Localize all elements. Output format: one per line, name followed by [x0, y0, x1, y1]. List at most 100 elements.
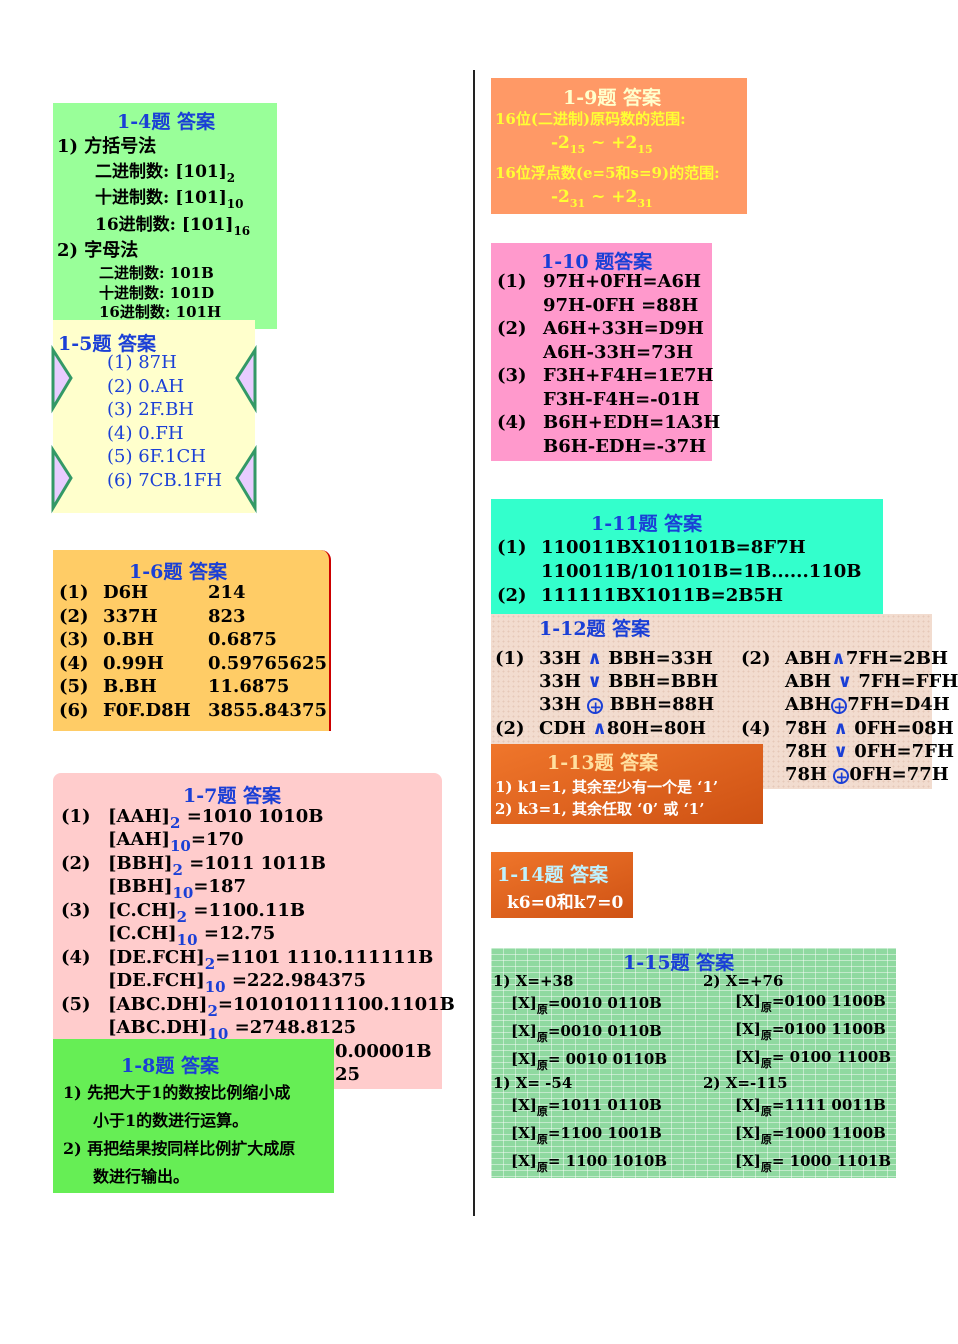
- answer-item: (5) 6F.1CH: [107, 446, 206, 467]
- row-number: (5): [59, 676, 89, 697]
- line: [BBH]10=187: [108, 876, 246, 902]
- item-number: (2): [61, 853, 91, 874]
- line: 16进制数: [101]16: [95, 215, 251, 238]
- sign-magnitude-line: [X]原=1100 1001B: [511, 1124, 662, 1146]
- box-title: 1-13题 答案: [547, 752, 659, 774]
- row-number: (4): [59, 652, 89, 674]
- and-operator: ∧: [587, 648, 602, 669]
- case-heading: 1) X= -54: [493, 1074, 573, 1092]
- answer-box-1-5: 1-5题 答案 (1) 87H(2) 0.AH(3) 2F.BH(4) 0.FH…: [51, 320, 257, 514]
- item-number: (3): [497, 365, 527, 386]
- xor-operator: +: [587, 698, 604, 716]
- box-title: 1-4题 答案: [117, 111, 215, 133]
- equation: 97H+0FH=A6H: [543, 271, 702, 292]
- line: -215 ~ +215: [551, 133, 653, 156]
- item-number: (4): [497, 412, 527, 433]
- line: 1) 方括号法: [57, 136, 157, 157]
- answer-box-1-9: 1-9题 答案 16位(二进制)原码数的范围: -215 ~ +215 16位浮…: [491, 78, 747, 214]
- row-number: (1): [59, 582, 89, 603]
- answer-box-1-8: 1-8题 答案 1) 先把大于1的数按比例缩小成 小于1的数进行运算。 2) 再…: [53, 1039, 334, 1193]
- and-operator: ∧: [831, 648, 846, 669]
- line-fragment: 0.00001B: [335, 1041, 432, 1062]
- answer-item: (6) 7CB.1FH: [107, 469, 223, 491]
- column-divider: [473, 70, 475, 1216]
- and-operator: ∧: [592, 718, 607, 739]
- line: [ABC.DH]2=101010111100.1101B: [108, 994, 455, 1020]
- answer-item: (2) 0.AH: [107, 375, 185, 397]
- line: -231 ~ +231: [551, 187, 653, 210]
- line: 110011BX101101B=8F7H: [541, 537, 806, 558]
- line: k6=0和k7=0: [507, 893, 624, 913]
- item-number: (1): [497, 271, 527, 292]
- sign-magnitude-line: [X]原= 0100 1100B: [735, 1048, 892, 1070]
- line: 十进制数: 101D: [99, 284, 215, 302]
- line: 16位浮点数(e=5和s=9)的范围:: [495, 164, 720, 182]
- row-number: (3): [59, 629, 89, 650]
- answer-box-1-4: 1-4题 答案 1) 方括号法 二进制数: [101]2 十进制数: [101]…: [53, 103, 277, 329]
- equation: B6H-EDH=-37H: [543, 435, 707, 457]
- line: [DE.FCH]2=1101 1110.111111B: [108, 947, 434, 973]
- hex-value: D6H: [103, 582, 149, 603]
- line: 十进制数: [101]10: [95, 188, 244, 211]
- case-heading: 2) X=-115: [703, 1074, 788, 1092]
- sign-magnitude-line: [X]原=0100 1100B: [735, 1020, 886, 1042]
- sign-magnitude-line: [X]原= 1000 1101B: [735, 1152, 892, 1174]
- line: 16进制数: 101H: [99, 303, 222, 321]
- line-fragment: 25: [335, 1064, 361, 1085]
- line: 33H + BBH=88H: [539, 694, 715, 716]
- or-operator: ∨: [837, 671, 853, 692]
- item-number: (2): [497, 585, 527, 606]
- item-number: (2): [495, 718, 525, 739]
- line: 数进行输出。: [93, 1167, 190, 1186]
- line: 33H ∧ BBH=33H: [539, 648, 713, 669]
- sign-magnitude-line: [X]原=1000 1100B: [735, 1124, 886, 1146]
- box-title: 1-11题 答案: [591, 513, 703, 535]
- row-number: (6): [59, 699, 89, 721]
- decimal-value: 0.6875: [208, 629, 277, 650]
- line: [AAH]10=170: [108, 829, 244, 855]
- line: [C.CH]10 =12.75: [108, 923, 276, 949]
- or-operator: ∨: [833, 741, 848, 762]
- answer-box-1-15: 1-15题 答案 1) X=+38 2) X=+76 [X]原=0010 011…: [491, 948, 896, 1178]
- line: 2) k3=1, 其余任取 ‘0’ 或 ‘1’: [495, 800, 705, 818]
- decimal-value: 823: [208, 605, 246, 627]
- answer-item: (4) 0.FH: [107, 422, 184, 444]
- xor-operator: +: [833, 768, 850, 786]
- box-title: 1-10 题答案: [541, 251, 653, 273]
- line: ABH+7FH=D4H: [785, 694, 950, 716]
- box-title: 1-5题 答案: [58, 333, 156, 355]
- item-number: (2): [497, 318, 527, 339]
- item-number: (2): [741, 648, 771, 669]
- line: 二进制数: [101]2: [95, 162, 236, 185]
- answer-item: (3) 2F.BH: [107, 399, 195, 420]
- line: [BBH]2 =1011 1011B: [108, 853, 326, 879]
- hex-value: 337H: [103, 605, 158, 627]
- hex-value: F0F.D8H: [103, 699, 191, 721]
- item-number: (1): [495, 648, 525, 669]
- line: [AAH]2 =1010 1010B: [108, 806, 324, 832]
- item-number: (1): [497, 537, 527, 558]
- line: 110011B/101101B=1B......110B: [541, 561, 862, 582]
- line: [C.CH]2 =1100.11B: [108, 900, 306, 926]
- equation: A6H+33H=D9H: [543, 318, 704, 339]
- case-heading: 2) X=+76: [703, 972, 784, 990]
- item-number: (4): [61, 947, 91, 968]
- line: 1) k1=1, 其余至少有一个是 ‘1’: [495, 778, 719, 796]
- line: 78H ∧ 0FH=08H: [785, 718, 954, 739]
- sign-magnitude-line: [X]原=0010 0110B: [511, 994, 662, 1016]
- line: 1) 先把大于1的数按比例缩小成: [63, 1083, 291, 1102]
- box-title: 1-15题 答案: [623, 952, 735, 974]
- answer-box-1-14: 1-14题 答案 k6=0和k7=0: [491, 852, 633, 918]
- line: 二进制数: 101B: [99, 264, 214, 282]
- box-title: 1-6题 答案: [129, 561, 227, 583]
- box-title: 1-12题 答案: [539, 618, 651, 640]
- decorative-chevrons: [51, 344, 257, 514]
- line: 16位(二进制)原码数的范围:: [495, 110, 686, 128]
- item-number: (1): [61, 806, 91, 827]
- decimal-value: 3855.84375: [208, 699, 327, 721]
- box-title: 1-7题 答案: [183, 785, 281, 807]
- line: 78H ∨ 0FH=7FH: [785, 741, 954, 762]
- row-number: (2): [59, 605, 89, 627]
